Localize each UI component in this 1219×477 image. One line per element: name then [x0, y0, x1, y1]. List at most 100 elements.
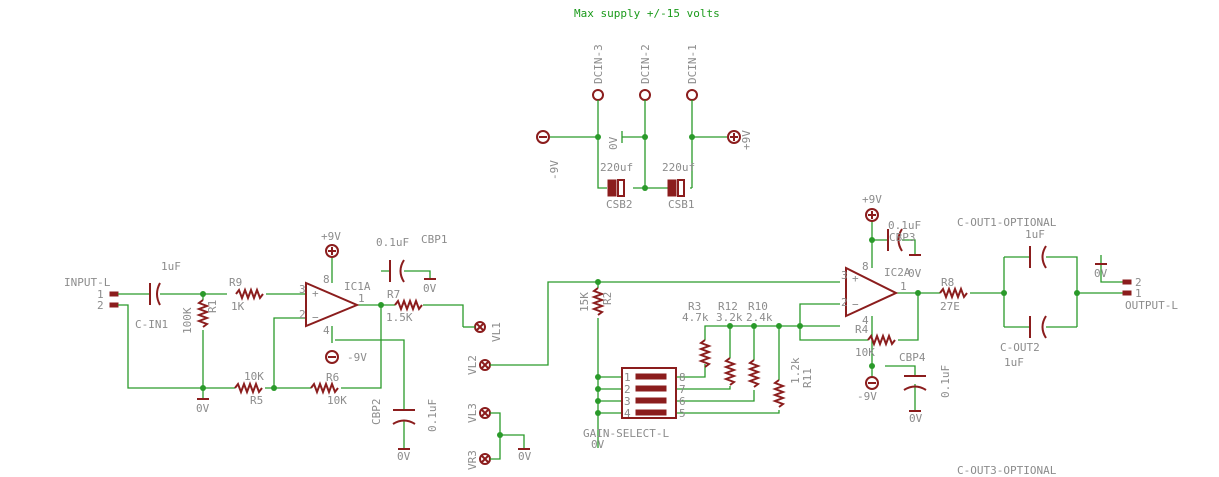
svg-text:0V: 0V [591, 438, 605, 451]
svg-text:CBP4: CBP4 [899, 351, 926, 364]
svg-text:R8: R8 [941, 276, 954, 289]
supply-pos-symbol: +9V [321, 230, 341, 258]
svg-text:R4: R4 [855, 323, 869, 336]
svg-text:10K: 10K [855, 346, 875, 359]
capacitor-cbp2: CBP2 0.1uF 0V [370, 399, 439, 464]
ground-symbol: 0V [196, 398, 210, 415]
svg-text:3: 3 [841, 269, 848, 282]
svg-text:R9: R9 [229, 276, 242, 289]
svg-text:−: − [312, 311, 319, 324]
ground-symbol: 0V [607, 136, 620, 150]
svg-text:2.4k: 2.4k [746, 311, 773, 324]
input-stage: INPUT-L 1 2 1uF C-IN1 100K R1 R9 1K [64, 230, 503, 463]
svg-text:CSB1: CSB1 [668, 198, 695, 211]
power-supply: DCIN-3 DCIN-2 DCIN-1 -9V +9V 0V [536, 44, 753, 211]
connector-dcin2: DCIN-2 [639, 44, 652, 101]
svg-text:-9V: -9V [347, 351, 367, 364]
gain-section: VL2 VL3 VR3 0V 15K R2 [466, 279, 868, 470]
svg-text:1: 1 [1135, 287, 1142, 300]
supply-pos-symbol: +9V [727, 130, 753, 150]
svg-text:OUTPUT-L: OUTPUT-L [1125, 299, 1178, 312]
output-stage: + − 3 2 1 8 4 IC2A +9V -9V 0.1uF CBP3 0V [841, 193, 1178, 477]
pad-vl1: VL1 [463, 321, 503, 342]
svg-text:4: 4 [323, 324, 330, 337]
c-out3-label: C-OUT3-OPTIONAL [957, 464, 1057, 477]
connector-dcin3: DCIN-3 [592, 44, 605, 101]
svg-text:0.1uF: 0.1uF [376, 236, 409, 249]
svg-text:+9V: +9V [321, 230, 341, 243]
resistor-r10: R10 2.4k [746, 300, 773, 388]
svg-text:4: 4 [862, 314, 869, 327]
svg-text:220uf: 220uf [600, 161, 633, 174]
svg-text:2: 2 [624, 383, 631, 396]
svg-text:+: + [312, 287, 319, 300]
ground-symbol: 0V [1094, 263, 1108, 280]
svg-text:R7: R7 [387, 288, 400, 301]
svg-text:220uf: 220uf [662, 161, 695, 174]
svg-text:1uF: 1uF [1004, 356, 1024, 369]
capacitor-cbp4: CBP4 0.1uF 0V [899, 351, 952, 425]
svg-text:GAIN-SELECT-L: GAIN-SELECT-L [583, 427, 669, 440]
svg-text:1: 1 [900, 280, 907, 293]
svg-text:+: + [852, 272, 859, 285]
svg-text:0V: 0V [1094, 267, 1108, 280]
svg-text:100K: 100K [181, 307, 194, 334]
opamp-ic1a: + − 3 2 1 8 4 IC1A [299, 273, 371, 337]
resistor-r9: R9 1K [229, 276, 264, 313]
resistor-r8: R8 27E [939, 276, 968, 313]
resistor-r2: 15K R2 [578, 287, 614, 316]
svg-text:0V: 0V [423, 282, 437, 295]
pad-vr3: VR3 [466, 450, 491, 470]
svg-text:VL2: VL2 [466, 355, 479, 375]
capacitor-csb2: 220uf CSB2 [600, 161, 633, 211]
svg-text:VL1: VL1 [490, 322, 503, 342]
pad-vl3: VL3 [466, 403, 491, 423]
svg-text:0.1uF: 0.1uF [939, 365, 952, 398]
opamp-ic2a: + − 3 2 1 8 4 IC2A [841, 260, 911, 327]
svg-text:0V: 0V [196, 402, 210, 415]
input-label: INPUT-L [64, 276, 111, 289]
supply-pos-symbol: +9V [862, 193, 882, 222]
svg-text:+9V: +9V [862, 193, 882, 206]
title-note: Max supply +/-15 volts [574, 7, 720, 20]
svg-text:IC2A: IC2A [884, 266, 911, 279]
resistor-r1: 100K R1 [181, 299, 219, 334]
capacitor-c-out1: C-OUT1-OPTIONAL 1uF [957, 216, 1057, 269]
svg-text:2: 2 [97, 299, 104, 312]
svg-text:IC1A: IC1A [344, 280, 371, 293]
resistor-r6: R6 10K [310, 371, 347, 407]
resistor-r7: R7 1.5K [386, 288, 423, 324]
svg-text:3: 3 [299, 283, 306, 296]
svg-text:27E: 27E [940, 300, 960, 313]
capacitor-cbp3: 0.1uF CBP3 0V [887, 219, 922, 280]
svg-text:4.7k: 4.7k [682, 311, 709, 324]
capacitor-c-out2: C-OUT2 1uF [1000, 315, 1047, 369]
svg-text:2: 2 [841, 296, 848, 309]
svg-text:-9V: -9V [857, 390, 877, 403]
svg-text:2: 2 [299, 308, 306, 321]
svg-text:R5: R5 [250, 394, 263, 407]
svg-text:1K: 1K [231, 300, 245, 313]
svg-text:R3: R3 [688, 300, 701, 313]
svg-text:CSB2: CSB2 [606, 198, 633, 211]
resistor-r12: R12 3.2k [716, 300, 743, 386]
capacitor-c-in1: 1uF C-IN1 [135, 260, 181, 331]
svg-text:R2: R2 [601, 292, 614, 305]
svg-text:-9V: -9V [548, 160, 561, 180]
resistor-r11: 1.2k R11 [772, 357, 814, 408]
svg-text:1uF: 1uF [161, 260, 181, 273]
svg-text:15K: 15K [578, 292, 591, 312]
svg-text:1.2k: 1.2k [789, 357, 802, 384]
output-connector: 2 1 OUTPUT-L [1122, 276, 1178, 312]
svg-text:R6: R6 [326, 371, 339, 384]
dip-switch-gain-select: 1 2 3 4 8 7 6 5 GAIN-SELECT-L 0V [583, 367, 686, 451]
svg-text:1: 1 [624, 371, 631, 384]
svg-text:DCIN-1: DCIN-1 [686, 44, 699, 84]
svg-text:0.1uF: 0.1uF [888, 219, 921, 232]
svg-text:+9V: +9V [740, 130, 753, 150]
svg-text:0.1uF: 0.1uF [426, 399, 439, 432]
svg-text:0V: 0V [908, 267, 922, 280]
svg-text:8: 8 [679, 371, 686, 384]
svg-text:R12: R12 [718, 300, 738, 313]
